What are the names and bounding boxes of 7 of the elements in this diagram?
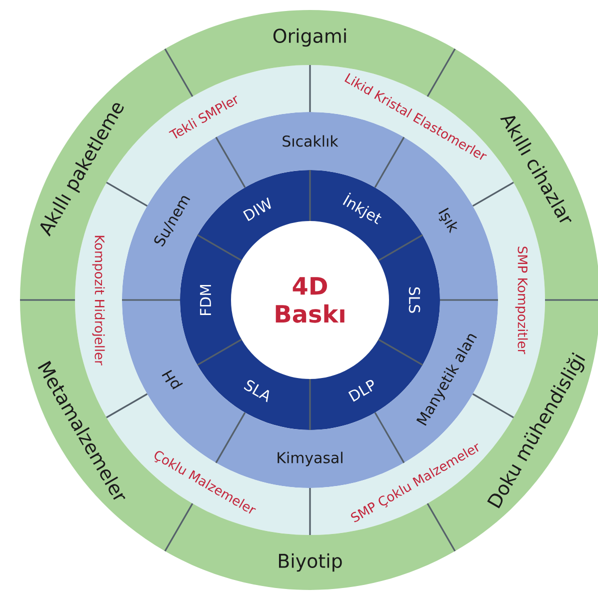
ring-segment: FDM <box>180 235 242 365</box>
ring-segment: SLA <box>197 340 310 430</box>
ring-segment: SLS <box>378 235 440 365</box>
center-title: 4D Baskı <box>276 277 344 323</box>
node-label: Origami <box>273 28 346 47</box>
node-label: Biyotip <box>279 553 342 572</box>
ring-segment: DIW <box>197 170 310 260</box>
